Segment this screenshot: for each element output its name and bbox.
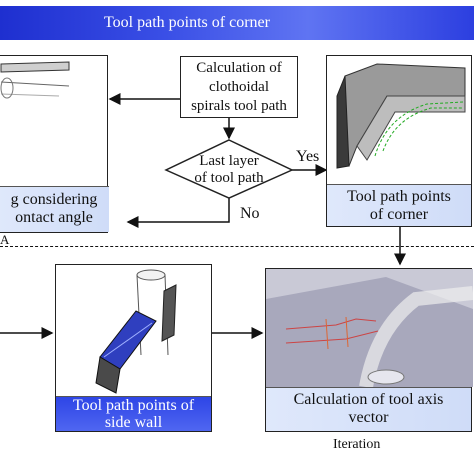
left-panel-illustration <box>0 61 70 99</box>
sidewall-panel: Tool path points of side wall <box>55 264 212 432</box>
calc-clothoidal-box: Calculation of clothoidal spirals tool p… <box>180 56 298 118</box>
tool-axis-caption: Calculation of tool axis vector <box>266 387 471 431</box>
iteration-label: Iteration <box>333 437 381 452</box>
sidewall-illustration <box>95 269 177 394</box>
no-label: No <box>240 205 260 222</box>
corner-panel: Tool path points of corner <box>326 55 472 227</box>
corner-illustration <box>336 63 466 169</box>
left-marker: A <box>0 232 10 247</box>
tool-axis-panel: Calculation of tool axis vector <box>265 268 473 432</box>
sidewall-caption: Tool path points of side wall <box>56 396 211 431</box>
left-panel: g considering ontact angle <box>0 55 109 233</box>
section-divider <box>0 246 474 247</box>
arrow-no <box>126 196 230 228</box>
header-banner: Tool path points of corner <box>0 6 474 40</box>
left-panel-caption: g considering ontact angle <box>0 186 109 232</box>
tool-axis-illustration <box>266 269 473 387</box>
decision-label: Last layer of tool path <box>194 153 264 186</box>
yes-label: Yes <box>296 148 320 165</box>
corner-caption: Tool path points of corner <box>327 184 471 226</box>
header-title: Tool path points of corner <box>104 14 270 31</box>
